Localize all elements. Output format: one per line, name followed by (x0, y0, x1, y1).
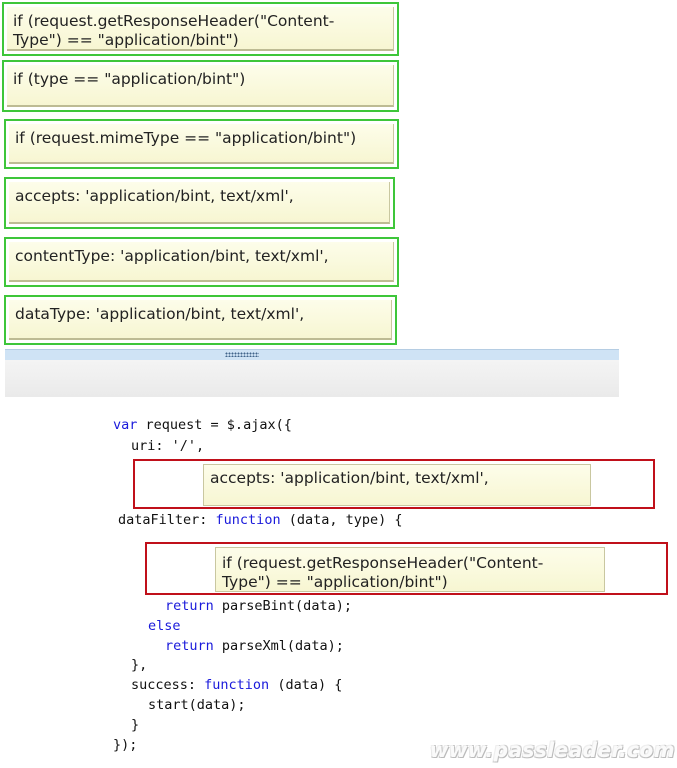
option-tile-4[interactable]: accepts: 'application/bint, text/xml', (4, 177, 395, 229)
code-line-11: }); (113, 737, 138, 753)
option-text-3: if (request.mimeType == "application/bin… (9, 124, 394, 164)
pane-header (5, 360, 619, 397)
code-line-8: success: function (data) { (131, 677, 343, 693)
option-tile-2[interactable]: if (type == "application/bint") (2, 60, 399, 112)
drop-target-1[interactable]: accepts: 'application/bint, text/xml', (133, 459, 655, 509)
option-text-4: accepts: 'application/bint, text/xml', (9, 182, 390, 224)
option-tile-5[interactable]: contentType: 'application/bint, text/xml… (4, 237, 399, 287)
drop-target-1-answer[interactable]: accepts: 'application/bint, text/xml', (203, 464, 591, 506)
watermark: www.passleader.com (430, 738, 676, 762)
splitter-grip-icon[interactable] (225, 352, 259, 357)
code-line-9: start(data); (148, 697, 246, 713)
option-text-1: if (request.getResponseHeader("Content- … (7, 7, 394, 51)
code-line-1: var request = $.ajax({ (113, 417, 292, 433)
code-line-7: }, (131, 657, 148, 673)
option-text-5: contentType: 'application/bint, text/xml… (9, 242, 394, 282)
code-line-4: return parseBint(data); (165, 598, 352, 614)
code-line-6: return parseXml(data); (165, 638, 344, 654)
code-line-3: dataFilter: function (data, type) { (118, 512, 403, 528)
option-tile-1[interactable]: if (request.getResponseHeader("Content- … (2, 2, 399, 56)
code-line-5: else (148, 618, 181, 634)
option-tile-3[interactable]: if (request.mimeType == "application/bin… (4, 119, 399, 169)
drop-target-2[interactable]: if (request.getResponseHeader("Content- … (145, 542, 668, 595)
code-line-10: } (131, 717, 140, 733)
option-text-2: if (type == "application/bint") (7, 65, 394, 107)
drop-target-2-answer[interactable]: if (request.getResponseHeader("Content- … (215, 547, 605, 592)
option-tile-6[interactable]: dataType: 'application/bint, text/xml', (4, 295, 397, 345)
option-text-6: dataType: 'application/bint, text/xml', (9, 300, 392, 340)
code-line-2: uri: '/', (131, 438, 205, 454)
code-area: var request = $.ajax({ uri: '/', dataFil… (0, 0, 403, 753)
